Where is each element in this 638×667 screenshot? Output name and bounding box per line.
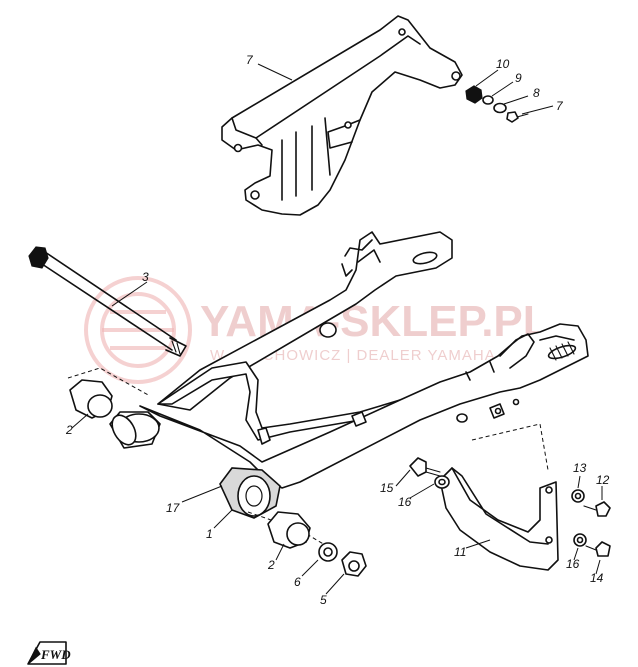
watermark-dealer: W. CIECHOWICZ | DEALER YAMAHA xyxy=(210,347,496,364)
part-14-bolt xyxy=(585,541,611,557)
callout-14: 14 xyxy=(590,571,604,585)
guard-fasteners xyxy=(465,85,529,123)
part-15-bolt xyxy=(409,457,441,477)
callout-11: 11 xyxy=(454,545,466,559)
callout-5: 6 xyxy=(294,575,301,589)
callout-9: 9 xyxy=(515,71,522,85)
part-7-bolt xyxy=(506,111,529,123)
callout-13: 13 xyxy=(573,461,587,475)
callout-2-upper: 2 xyxy=(65,423,73,437)
callout-16-right: 16 xyxy=(566,557,580,571)
part-13-washer xyxy=(571,489,585,503)
callout-17: 17 xyxy=(166,501,181,515)
part-16-washer-left xyxy=(434,475,450,489)
part-6-chain-guard xyxy=(221,15,463,216)
part-9-collar xyxy=(482,95,494,105)
part-2-bushing-lower xyxy=(247,511,331,549)
callout-4: 5 xyxy=(320,593,327,607)
callout-3: 3 xyxy=(142,270,149,284)
pivot-boss xyxy=(109,411,281,519)
swingarm-body xyxy=(139,231,589,489)
part-4-nut xyxy=(341,551,367,577)
part-17-pivot-bushing xyxy=(219,467,281,519)
callout-7: 7 xyxy=(556,99,564,113)
callout-15: 15 xyxy=(380,481,394,495)
fwd-label: FWD xyxy=(40,647,71,662)
callouts: 7 10 9 8 7 3 2 17 1 2 6 5 15 16 11 13 12… xyxy=(65,53,610,607)
part-3-pivot-shaft xyxy=(28,246,187,357)
part-8-washer xyxy=(493,102,507,114)
part-16-washer-right xyxy=(573,533,587,547)
callout-8: 8 xyxy=(533,86,540,100)
part-11-bracket xyxy=(439,423,559,571)
watermark-brand: YAMA-SKLEP.PL xyxy=(200,297,550,346)
callout-6: 7 xyxy=(246,53,254,67)
part-5-washer xyxy=(318,542,338,562)
leader-lines xyxy=(71,63,603,595)
part-12-bolt xyxy=(583,501,611,517)
part-2-bushing-upper xyxy=(67,367,151,419)
callout-2-lower: 2 xyxy=(267,558,275,572)
callout-10: 10 xyxy=(496,57,510,71)
part-10-nut xyxy=(465,85,483,104)
callout-16-left: 16 xyxy=(398,495,412,509)
callout-1: 1 xyxy=(206,527,213,541)
fwd-arrow-icon: FWD xyxy=(27,641,71,665)
watermark-logo-icon xyxy=(84,276,192,384)
callout-12: 12 xyxy=(596,473,610,487)
